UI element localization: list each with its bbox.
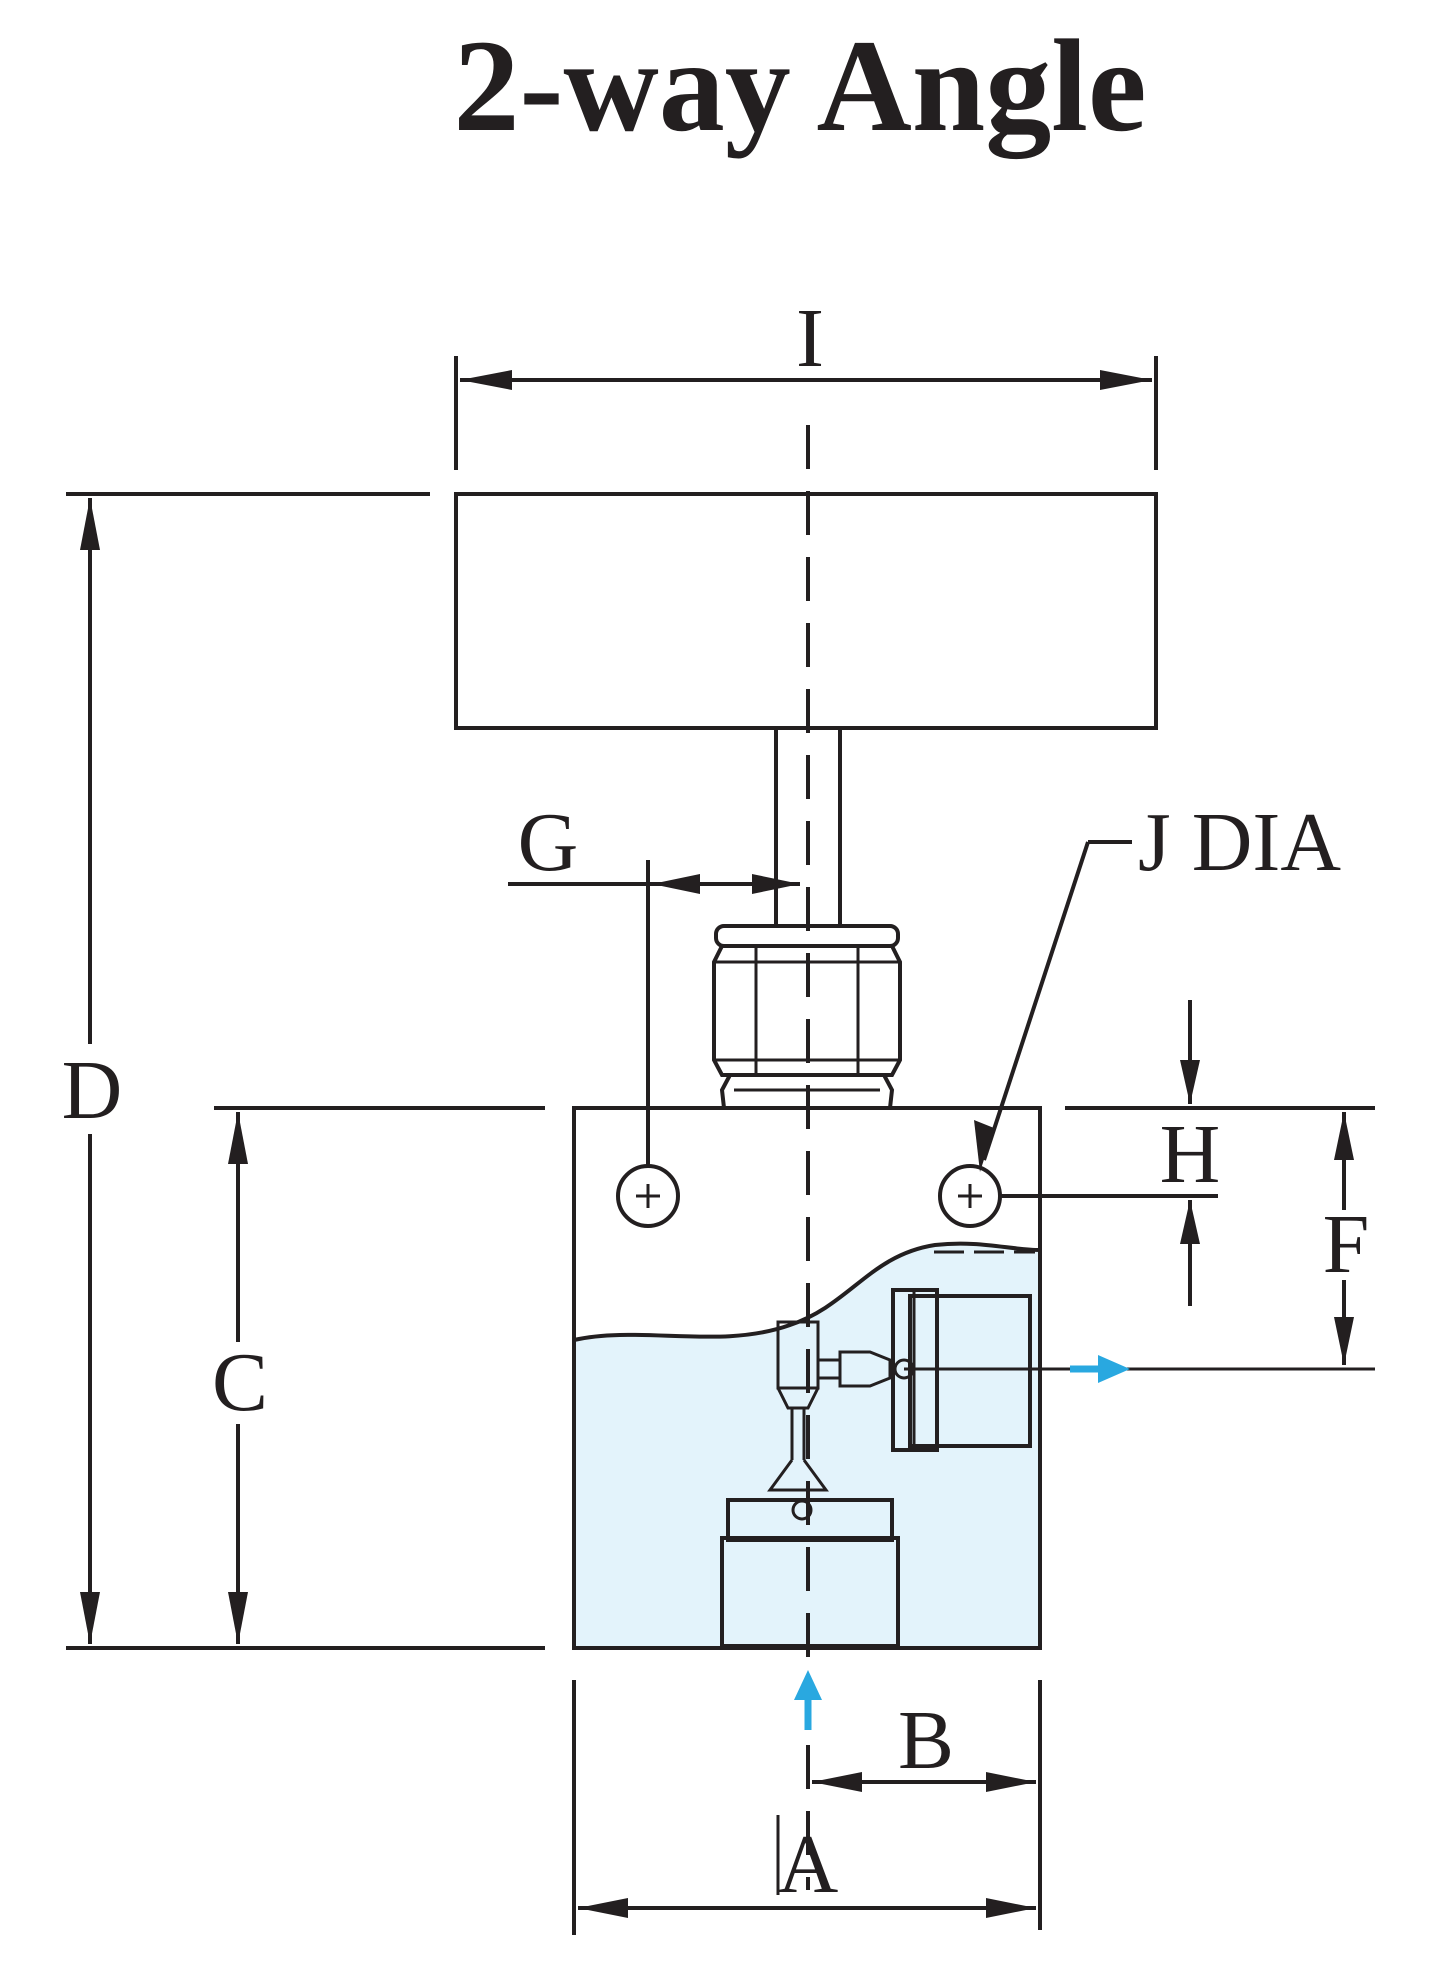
diagram-title: 2-way Angle <box>453 12 1147 159</box>
label-a: A <box>778 1818 839 1911</box>
label-b: B <box>898 1694 954 1787</box>
leader-j-dia <box>974 840 1132 1172</box>
label-d: D <box>62 1044 123 1137</box>
outlet-flow-arrow <box>1070 1355 1130 1383</box>
dimension-f <box>1334 1112 1354 1365</box>
dimension-g <box>508 860 800 1166</box>
label-c: C <box>212 1336 268 1429</box>
dimension-c <box>214 1106 545 1644</box>
label-g: G <box>518 796 579 889</box>
needle-seat <box>767 1320 915 1521</box>
dimension-h <box>1000 1000 1375 1306</box>
inlet-flow-arrow <box>794 1670 822 1730</box>
dimension-d <box>66 492 545 1650</box>
label-h: H <box>1160 1108 1221 1201</box>
label-f: F <box>1323 1198 1370 1291</box>
mounting-hole-left <box>616 1164 680 1228</box>
mounting-hole-right <box>938 1164 1002 1228</box>
label-i: I <box>796 292 824 385</box>
dimension-a <box>572 1680 1036 1935</box>
label-j-dia: J DIA <box>1138 796 1341 889</box>
dimension-b <box>812 1680 1042 1930</box>
dimension-i <box>454 356 1158 470</box>
